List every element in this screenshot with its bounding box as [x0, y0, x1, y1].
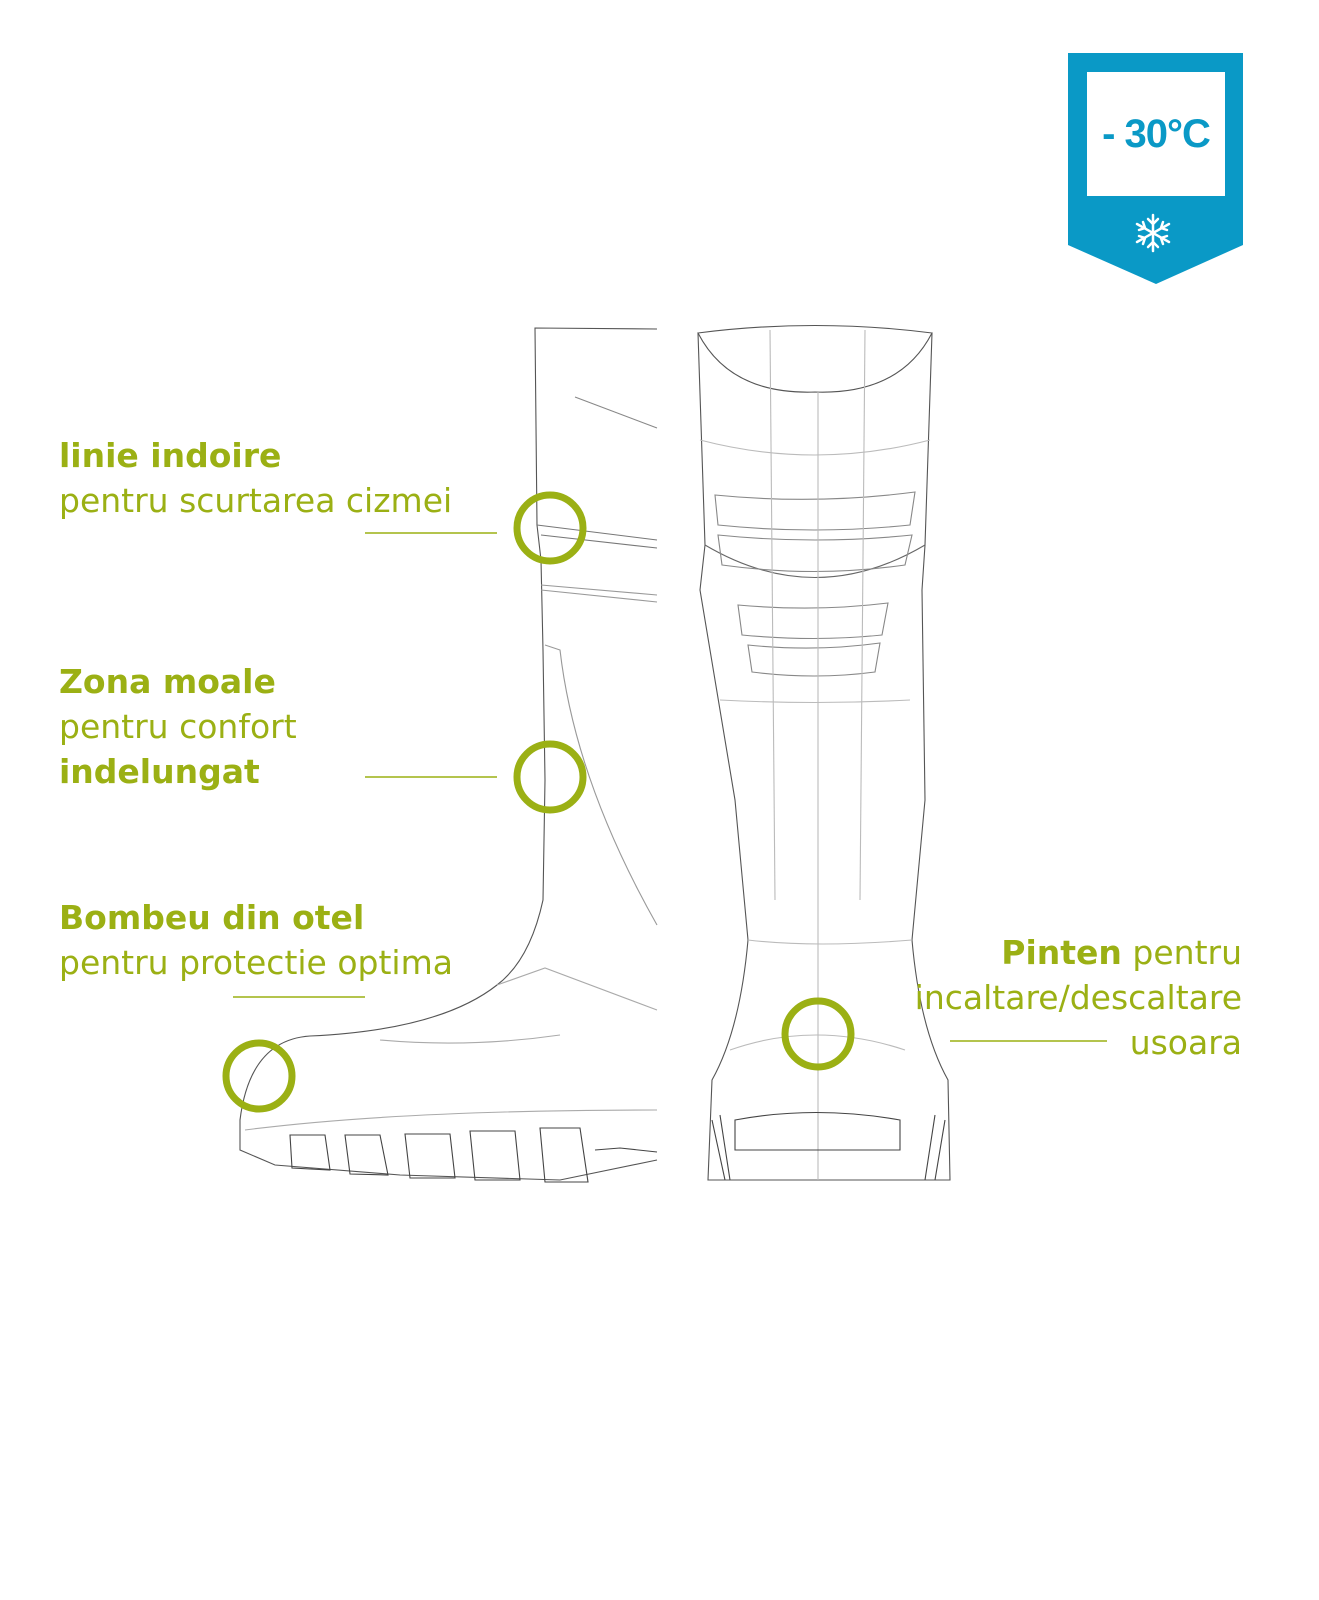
callout-title: Zona moale: [59, 662, 276, 701]
snowflake-icon: [1135, 213, 1171, 253]
callout-soft-zone: Zona moale pentru confort indelungat: [59, 659, 297, 794]
callout-text: pentru protectie optima: [59, 943, 453, 982]
callout-markers: [222, 491, 1107, 1113]
callout-title: linie indoire: [59, 436, 282, 475]
callout-text: pentru confort: [59, 707, 297, 746]
callout-title-2: indelungat: [59, 752, 260, 791]
callout-title: Bombeu din otel: [59, 898, 365, 937]
callout-text: pentru: [1132, 933, 1242, 972]
side-boot-drawing: [239, 327, 658, 1183]
front-boot-drawing: [697, 324, 951, 1181]
temperature-rating: - 30°C: [1102, 111, 1211, 156]
callout-heel-spur: Pinten pentru incaltare/descaltare usoar…: [915, 930, 1242, 1065]
callout-text-3: usoara: [1129, 1023, 1242, 1062]
callout-steel-toe: Bombeu din otel pentru protectie optima: [59, 895, 453, 985]
temperature-badge: [1068, 53, 1243, 284]
callout-text-2: incaltare/descaltare: [914, 978, 1242, 1017]
callout-text: pentru scurtarea cizmei: [59, 481, 453, 520]
callout-fold-line: linie indoire pentru scurtarea cizmei: [59, 433, 452, 523]
callout-title: Pinten: [1001, 933, 1122, 972]
